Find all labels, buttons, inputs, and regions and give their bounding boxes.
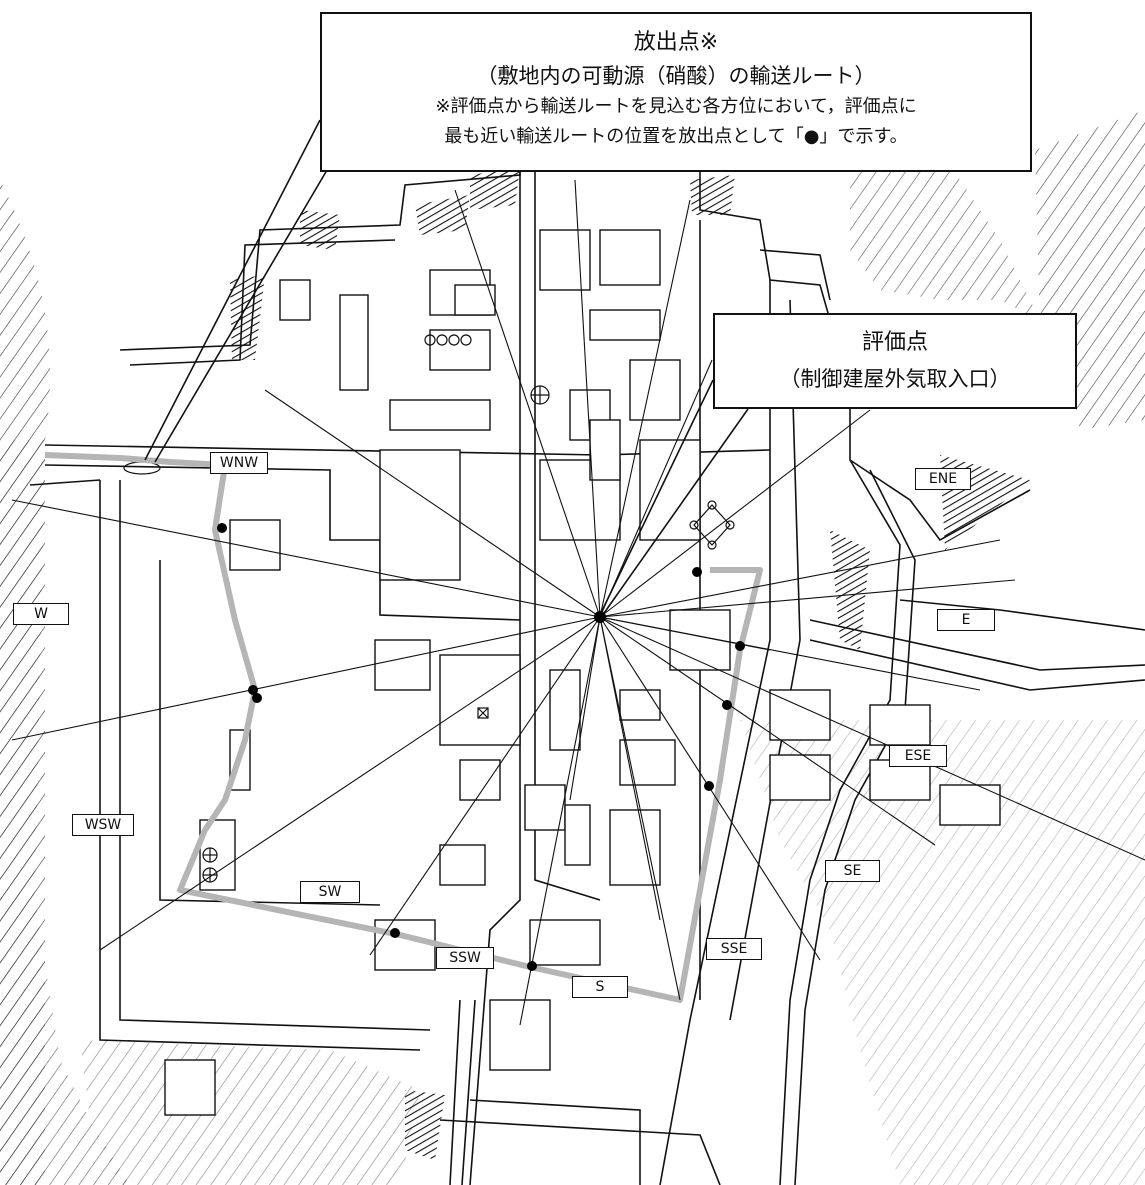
sight-line: [599, 579, 1016, 618]
callout-leaders: [144, 119, 749, 617]
release-point-wnw: [217, 523, 227, 533]
sight-line: [519, 616, 601, 1026]
release-point-sw: [390, 928, 400, 938]
evaluation-point-callout: 評価点 （制御建屋外気取入口）: [713, 313, 1077, 409]
direction-label-ssw: SSW: [436, 947, 494, 969]
release-point-se: [704, 781, 714, 791]
release-point-ene: [692, 567, 702, 577]
direction-label-s: S: [572, 976, 628, 998]
sight-line: [599, 359, 713, 618]
sight-lines: [11, 179, 1145, 1026]
sight-line: [599, 616, 936, 846]
release-point-e: [735, 641, 745, 651]
release-point-ese: [722, 700, 732, 710]
slope-areas: [230, 168, 1030, 1160]
release-point-subtitle: （敷地内の可動源（硝酸）の輸送ルート）: [476, 64, 876, 88]
direction-label-wsw: WSW: [72, 814, 134, 836]
site-roads: [29, 149, 1145, 1185]
direction-label-ene: ENE: [915, 468, 971, 490]
release-point-ssw: [527, 961, 537, 971]
sight-line: [264, 389, 601, 618]
sight-line: [11, 499, 601, 618]
sight-line: [599, 616, 1145, 861]
release-points: [217, 523, 745, 971]
sight-line: [569, 616, 601, 801]
evaluation-point-title: 評価点: [861, 330, 928, 355]
sight-line: [599, 199, 691, 618]
release-point-w: [248, 685, 258, 695]
direction-label-wnw: WNW: [210, 452, 268, 474]
sight-line: [599, 539, 1001, 618]
sight-line: [99, 616, 601, 951]
sight-line: [599, 616, 681, 1001]
evaluation-point: [594, 611, 606, 623]
release-point-note-2: 最も近い輸送ルートの位置を放出点として「●」で示す。: [444, 126, 908, 147]
release-point-title: 放出点※: [633, 30, 719, 55]
direction-label-sse: SSE: [706, 938, 762, 960]
direction-label-sw: SW: [300, 881, 360, 903]
direction-label-ese: ESE: [889, 745, 947, 767]
release-point-note-1: ※評価点から輸送ルートを見込む各方位において，評価点に: [435, 96, 917, 117]
site-symbols: [123, 334, 735, 883]
direction-label-e: E: [937, 609, 995, 631]
sight-line: [599, 409, 871, 618]
sight-line: [454, 189, 601, 618]
direction-label-se: SE: [825, 860, 880, 882]
release-point-wsw: [252, 693, 262, 703]
sight-line: [11, 616, 601, 741]
sight-line: [574, 179, 601, 618]
terrain-hatching: [0, 110, 1145, 1185]
release-point-callout: 放出点※ （敷地内の可動源（硝酸）の輸送ルート） ※評価点から輸送ルートを見込む…: [320, 12, 1032, 172]
sight-line: [369, 616, 601, 956]
evaluation-point-subtitle: （制御建屋外気取入口）: [779, 367, 1011, 391]
direction-label-w: W: [13, 603, 69, 625]
